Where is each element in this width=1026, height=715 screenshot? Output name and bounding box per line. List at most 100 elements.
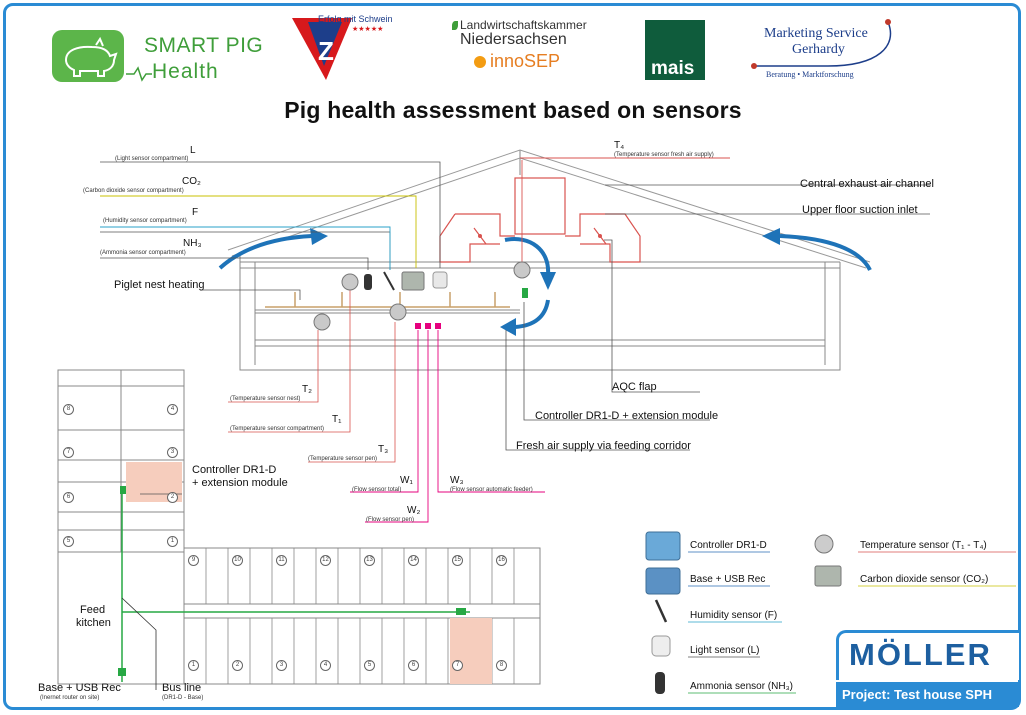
label-co2-desc: (Carbon dioxide sensor compartment) xyxy=(83,188,184,194)
temperature-callout-lines xyxy=(228,290,396,463)
pen-number: 5 xyxy=(63,536,74,547)
pen-number: 5 xyxy=(364,660,375,671)
smart-pig-line2: Health xyxy=(152,60,219,83)
co2-callout-line xyxy=(100,195,417,268)
label-t1-code: T₁ xyxy=(332,414,342,425)
feed-kitchen-line2: kitchen xyxy=(76,617,111,629)
vz-logo: Z Erfolg mit Schwein ★★★★★ xyxy=(290,14,393,84)
pen-number: 6 xyxy=(63,492,74,503)
flow-sensor-markers xyxy=(415,323,441,329)
airflow-arrowheads xyxy=(310,228,780,336)
pen-number: 1 xyxy=(167,536,178,547)
label-t4-desc: (Temperature sensor fresh air supply) xyxy=(614,152,714,158)
lwk-logo: Landwirtschaftskammer Niedersachsen inno… xyxy=(452,18,622,80)
floor-plan xyxy=(57,369,541,685)
lwk-leaf-icon xyxy=(452,21,458,30)
label-t3-code: T₃ xyxy=(378,444,389,455)
legend-underlines xyxy=(688,551,1016,694)
mais-logo: mais xyxy=(645,20,705,80)
pen-number: 11 xyxy=(276,555,287,566)
legend-ammonia: Ammonia sensor (NH₃) xyxy=(690,681,793,692)
legend-humidity: Humidity sensor (F) xyxy=(690,610,778,621)
base-usb-sub: (Inernet router on site) xyxy=(40,695,100,701)
pen-number: 15 xyxy=(452,555,463,566)
legend-icons xyxy=(645,531,842,694)
marketing-service-logo: Marketing Service Gerhardy Beratung • Ma… xyxy=(748,16,908,84)
label-t3-desc: (Temperature sensor pen) xyxy=(308,456,378,462)
pig-icon xyxy=(52,30,124,82)
plan-pen-dividers xyxy=(205,548,515,684)
pen-highlight-bottom xyxy=(450,618,492,684)
label-w2-code: W₂ xyxy=(407,505,421,516)
label-t1-desc: (Temperature sensor compartment) xyxy=(230,426,325,432)
pen-number: 13 xyxy=(364,555,375,566)
project-label: Project: Test house SPH xyxy=(836,682,1019,707)
airflow-arrows xyxy=(218,234,872,329)
pen-number: 4 xyxy=(167,404,178,415)
label-co2-code: CO₂ xyxy=(182,176,201,187)
plan-controller-line2: + extension module xyxy=(192,477,288,489)
lwk-line1: Landwirtschaftskammer xyxy=(460,18,587,32)
label-nh3-desc: (Ammonia sensor compartment) xyxy=(100,250,186,256)
label-t2-desc: (Temperature sensor nest) xyxy=(230,396,301,402)
label-l-desc: (Light sensor compartment) xyxy=(115,156,189,162)
lwk-line2: Niedersachsen xyxy=(460,31,567,48)
pen-number: 7 xyxy=(63,447,74,458)
pen-number: 3 xyxy=(167,447,178,458)
bus-line-sub: (DR1-D - Base) xyxy=(162,695,204,701)
pen-number: 12 xyxy=(320,555,331,566)
legend-base-usb: Base + USB Rec xyxy=(690,574,766,585)
bus-line-label: Bus line xyxy=(162,682,202,694)
mais-text: mais xyxy=(651,58,695,79)
feed-kitchen-line1: Feed xyxy=(80,604,106,616)
moeller-brand-box: MÖLLER xyxy=(836,630,1019,680)
innosep-sun-icon xyxy=(474,56,486,68)
base-usb-label: Base + USB Rec xyxy=(38,682,121,694)
pen-number: 10 xyxy=(232,555,243,566)
smart-pig-line1: SMART PIG xyxy=(144,34,264,57)
bus-line xyxy=(121,490,470,682)
label-w1-code: W₁ xyxy=(400,475,413,486)
central-exhaust-channel xyxy=(439,150,641,263)
page-frame xyxy=(3,3,1021,710)
label-nh3-code: NH₃ xyxy=(183,238,202,249)
pen-number: 2 xyxy=(167,492,178,503)
pen-number: 6 xyxy=(408,660,419,671)
humidity-callout-line xyxy=(100,226,391,270)
vz-letter: Z xyxy=(318,36,334,66)
callout-piglet-nest: Piglet nest heating xyxy=(114,279,205,291)
label-f-desc: (Humidity sensor compartment) xyxy=(103,218,187,224)
label-w3-desc: (Flow sensor automatic feeder) xyxy=(450,487,533,493)
marketing-line3: Beratung • Marktforschung xyxy=(766,70,854,79)
label-w3-code: W₃ xyxy=(450,475,464,486)
pen-number: 8 xyxy=(63,404,74,415)
callout-fresh-air: Fresh air supply via feeding corridor xyxy=(516,440,691,452)
label-l-code: L xyxy=(190,145,196,156)
vz-slogan: Erfolg mit Schwein xyxy=(318,14,393,24)
pen-number: 16 xyxy=(496,555,507,566)
pen-number: 9 xyxy=(188,555,199,566)
plan-controller-line1: Controller DR1-D xyxy=(192,464,277,476)
page-title: Pig health assessment based on sensors xyxy=(284,97,742,123)
piglet-nest xyxy=(265,292,510,308)
section-sensors xyxy=(313,261,531,331)
callout-controller-ext: Controller DR1-D + extension module xyxy=(535,410,719,422)
roof xyxy=(227,149,871,269)
vz-stars: ★★★★★ xyxy=(352,26,384,33)
label-f-code: F xyxy=(192,207,199,218)
flow-sensor-lines xyxy=(350,330,545,523)
label-w2-desc: (Flow sensor pen) xyxy=(366,517,415,523)
legend-controller: Controller DR1-D xyxy=(690,540,767,551)
legend-co2: Carbon dioxide sensor (CO₂) xyxy=(860,574,989,585)
building-section xyxy=(239,256,841,371)
callout-upper-floor: Upper floor suction inlet xyxy=(802,204,918,216)
pen-number: 8 xyxy=(496,660,507,671)
legend-light: Light sensor (L) xyxy=(690,645,760,656)
label-t4-code: T₄ xyxy=(614,140,625,151)
label-w1-desc: (Flow sensor total) xyxy=(352,487,402,493)
pen-number: 3 xyxy=(276,660,287,671)
marketing-line1: Marketing Service xyxy=(764,26,868,41)
pen-number: 4 xyxy=(320,660,331,671)
label-t2-code: T₂ xyxy=(302,384,312,395)
